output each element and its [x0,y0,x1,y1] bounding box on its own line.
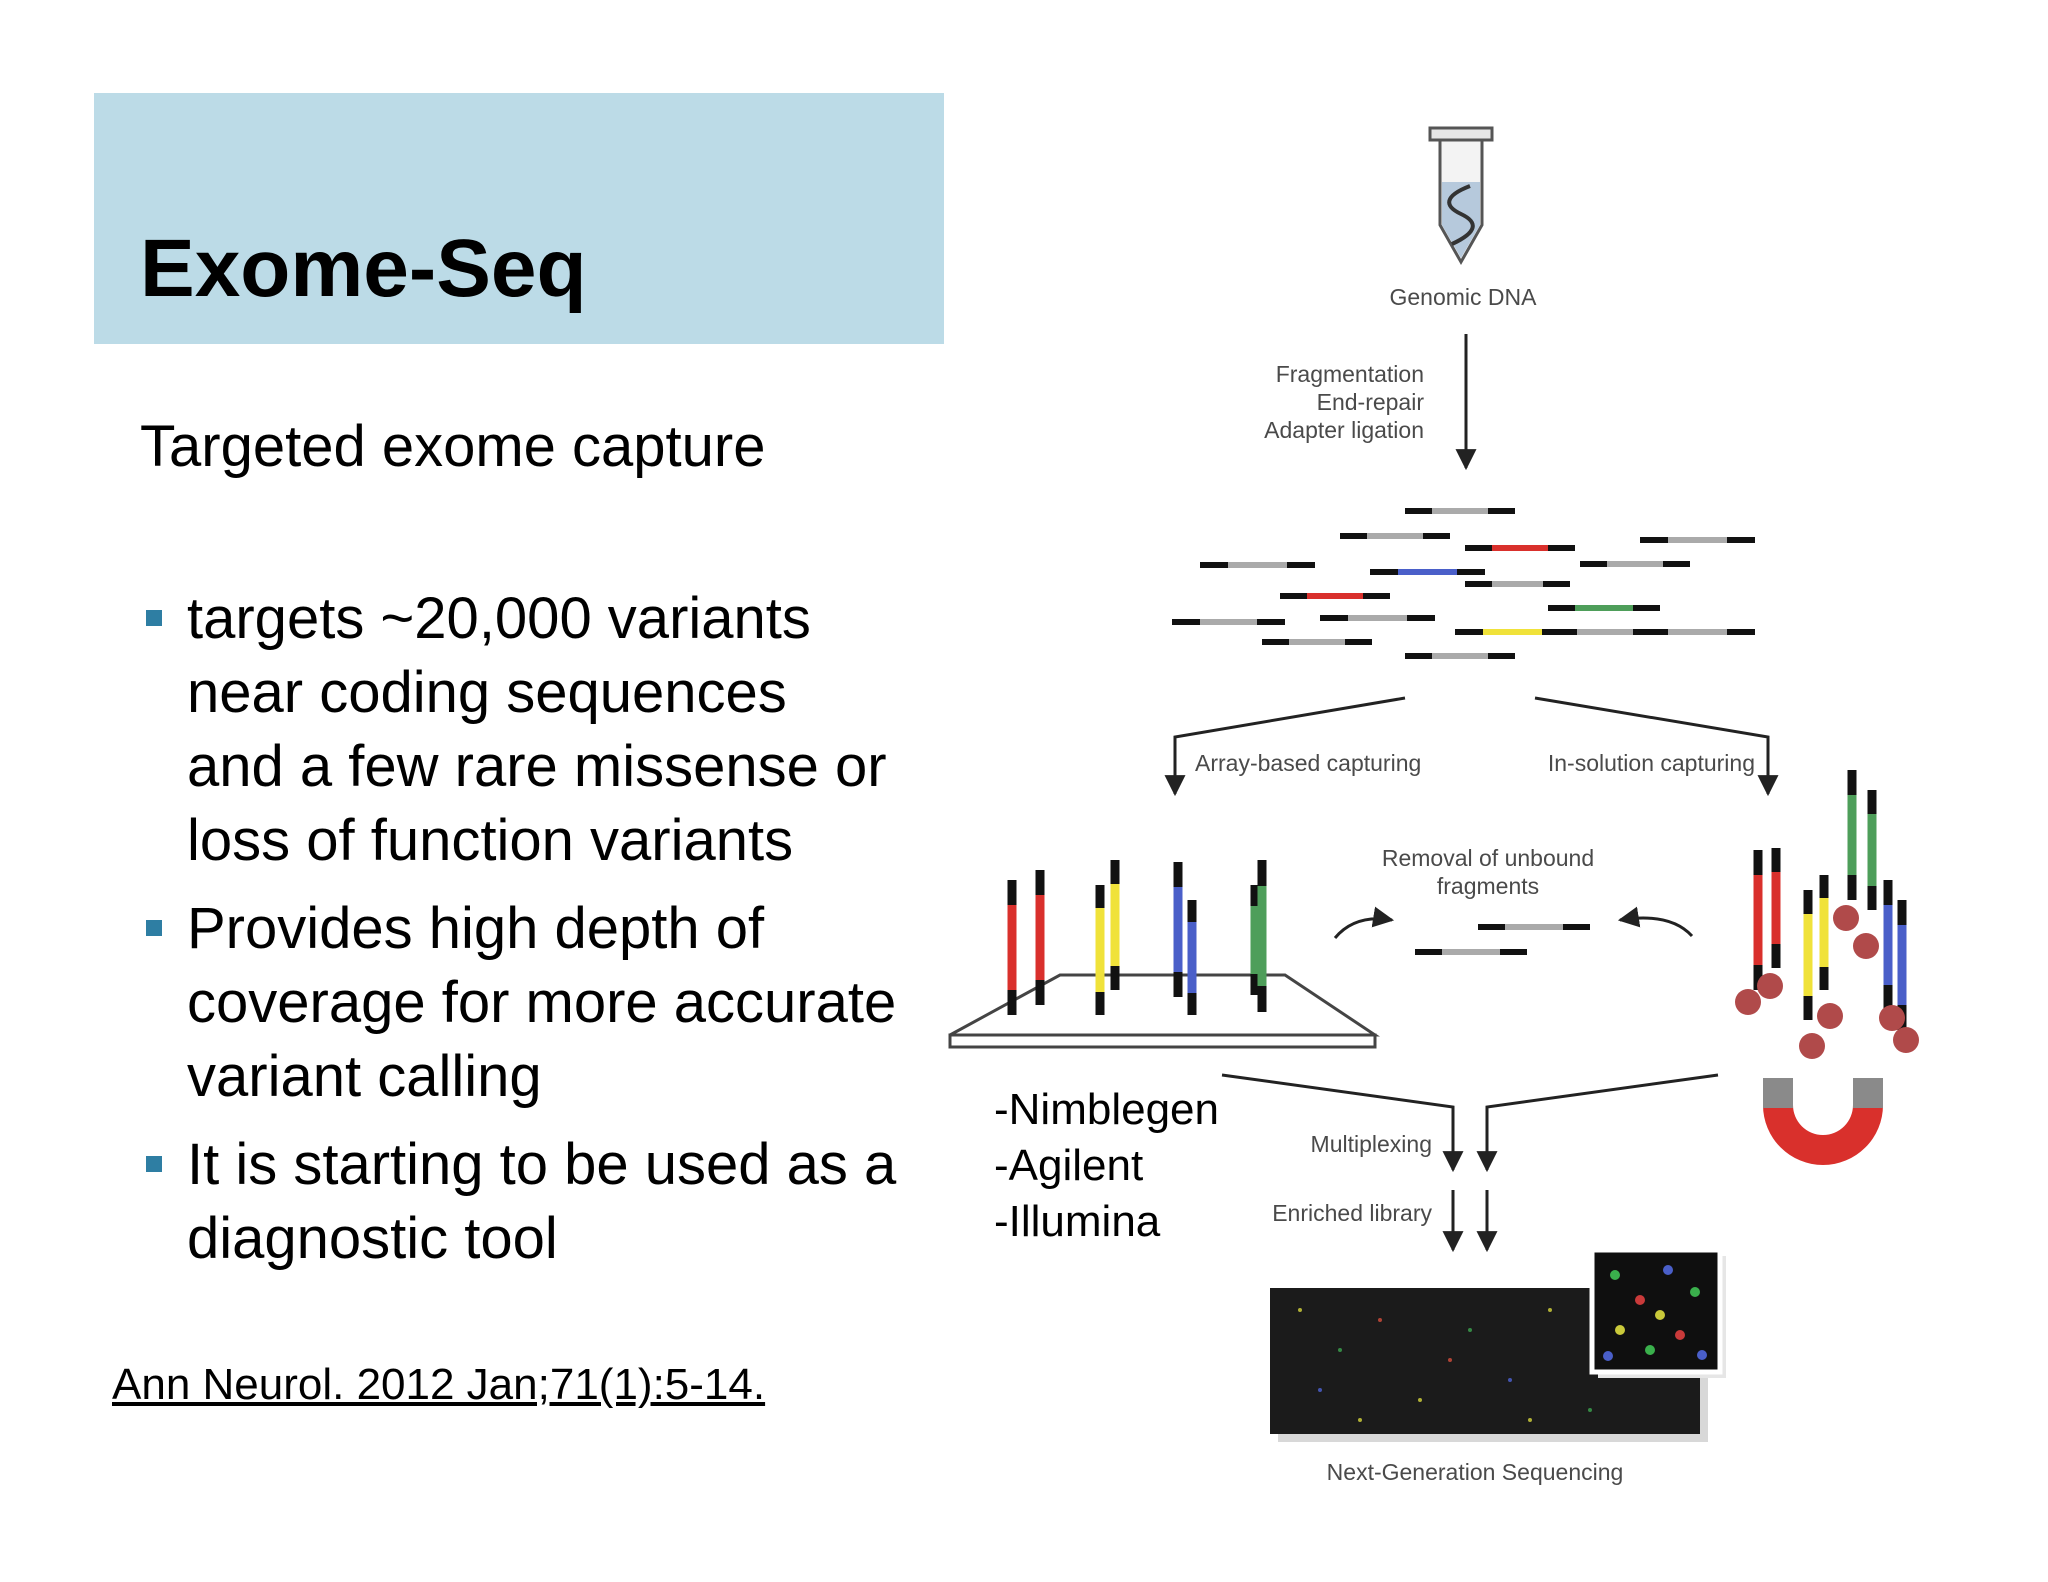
bullet-line: coverage for more accurate [187,970,897,1035]
array-probes [1007,860,1267,1015]
vendor-list: -Nimblegen -Agilent -Illumina [994,1082,1219,1250]
unbound-fragments [1415,924,1590,955]
probe-pair [1007,870,1045,1015]
removal-label: fragments [1437,873,1539,899]
title-band [94,93,944,344]
bullet-line: targets ~20,000 variants [187,586,811,651]
bead [1853,933,1879,959]
dna-fragments [1172,508,1755,659]
vendor-agilent: -Agilent [994,1141,1144,1190]
bead [1799,1033,1825,1059]
bullet-list: targets ~20,000 variants near coding seq… [140,582,960,1290]
probe-pair [1095,860,1120,1015]
prep-step-label: Fragmentation [1276,361,1424,387]
merge-arrow-left [1221,1073,1464,1173]
square-bullet-icon [146,1156,162,1172]
bullet-line: Provides high depth of [187,896,765,961]
curved-arrow-right [1617,906,1694,938]
bead [1893,1027,1919,1053]
bullet-line: variant calling [187,1044,542,1109]
bead [1817,1003,1843,1029]
sequencing-clusters [1603,1265,1707,1361]
magnet-icon [1763,1078,1883,1165]
probe-pair [1250,860,1267,1012]
branch-arrow-left [1164,696,1406,797]
test-tube-icon [1428,126,1494,266]
multiplexing-label: Multiplexing [1311,1131,1432,1157]
bullet-item: targets ~20,000 variants near coding seq… [140,582,960,878]
bullet-item: It is starting to be used as a diagnosti… [140,1128,960,1276]
merge-arrow-right [1476,1073,1719,1173]
solution-capture-label: In-solution capturing [1548,750,1755,776]
probe-pair [1173,862,1197,1015]
prep-step-label: End-repair [1317,389,1425,415]
capture-array-slide [948,973,1380,1049]
capture-beads [1735,905,1919,1059]
bullet-line: diagnostic tool [187,1206,558,1271]
bullet-line: near coding sequences [187,660,787,725]
sequencing-image [1270,1247,1726,1442]
bead [1833,905,1859,931]
square-bullet-icon [146,920,162,936]
array-capture-label: Array-based capturing [1195,750,1421,776]
genomic-dna-label: Genomic DNA [1390,284,1538,310]
enriched-library-label: Enriched library [1272,1200,1432,1226]
bead [1735,989,1761,1015]
sequencing-dots [1298,1308,1592,1422]
bullet-line: loss of function variants [187,808,794,873]
branch-arrow-right [1534,696,1779,797]
bead [1757,973,1783,999]
vendor-illumina: -Illumina [994,1197,1161,1246]
ngs-label: Next-Generation Sequencing [1327,1459,1624,1485]
bead [1879,1005,1905,1031]
bullet-line: and a few rare missense or [187,734,887,799]
bullet-item: Provides high depth of coverage for more… [140,892,960,1114]
curved-arrow-left [1333,906,1395,939]
removal-label: Removal of unbound [1382,845,1594,871]
bullet-line: It is starting to be used as a [187,1132,897,1197]
solution-probes [1753,770,1907,1030]
prep-step-label: Adapter ligation [1264,417,1424,443]
citation-link[interactable]: Ann Neurol. 2012 Jan;71(1):5-14. [112,1360,766,1409]
square-bullet-icon [146,610,162,626]
slide-subtitle: Targeted exome capture [140,414,766,479]
slide-title: Exome-Seq [140,223,587,314]
vendor-nimblegen: -Nimblegen [994,1085,1219,1134]
